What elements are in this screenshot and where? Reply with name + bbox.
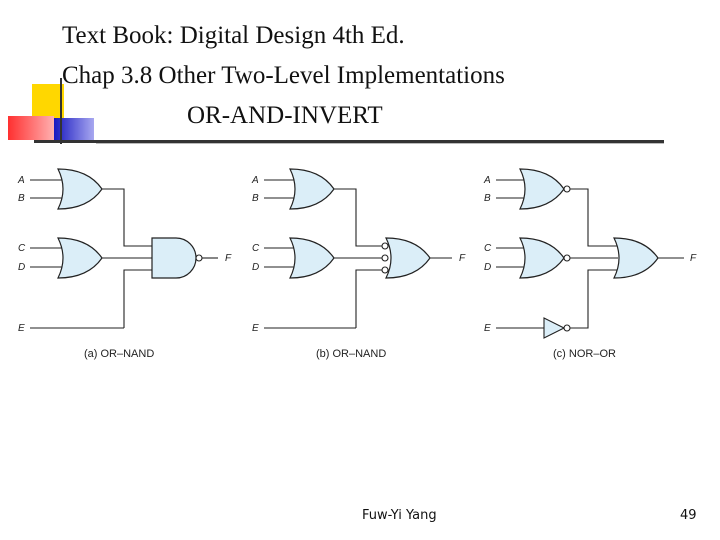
- circuit-diagrams: A B C D E F (a) OR–NAND A B C D E: [17, 168, 697, 360]
- diagram-b-input-label: B: [252, 193, 259, 204]
- diagram-c-input-label: B: [484, 193, 491, 204]
- title-line-3: OR-AND-INVERT: [187, 102, 383, 129]
- diagram-a: A B C D E F (a) OR–NAND: [17, 168, 232, 360]
- diagram-c-output-label: F: [690, 253, 697, 264]
- diagram-c: A B C D E F (c) NOR–OR: [483, 168, 697, 360]
- diagram-b-input-label: D: [252, 262, 259, 273]
- title-divider-shadow: [96, 143, 664, 144]
- title-line-2: Chap 3.8 Other Two-Level Implementations: [62, 62, 505, 89]
- diagram-a-input-label: C: [18, 243, 26, 254]
- deco-vertical-line: [60, 78, 62, 144]
- diagram-a-input-label: A: [17, 175, 25, 186]
- diagram-a-input-label: D: [18, 262, 25, 273]
- diagram-a-caption: (a) OR–NAND: [84, 348, 154, 360]
- diagram-b-input-label: A: [251, 175, 259, 186]
- diagram-c-input-label: E: [484, 323, 491, 334]
- diagram-a-input-label: B: [18, 193, 25, 204]
- footer-author: Fuw-Yi Yang: [362, 508, 437, 523]
- page-number: 49: [680, 508, 697, 523]
- deco-yellow-square: [32, 84, 64, 120]
- diagram-b: A B C D E F (b) OR–NAND: [251, 168, 466, 360]
- title-line-1: Text Book: Digital Design 4th Ed.: [62, 22, 405, 49]
- diagram-c-caption: (c) NOR–OR: [553, 348, 616, 360]
- diagram-c-input-label: D: [484, 262, 491, 273]
- deco-red-square: [8, 116, 54, 140]
- diagram-a-input-label: E: [18, 323, 25, 334]
- diagram-a-output-label: F: [225, 253, 232, 264]
- diagram-c-input-label: C: [484, 243, 492, 254]
- diagram-b-output-label: F: [459, 253, 466, 264]
- diagram-b-input-label: E: [252, 323, 259, 334]
- title-divider: [34, 140, 664, 143]
- diagram-b-caption: (b) OR–NAND: [316, 348, 386, 360]
- diagram-c-input-label: A: [483, 175, 491, 186]
- diagram-b-input-label: C: [252, 243, 260, 254]
